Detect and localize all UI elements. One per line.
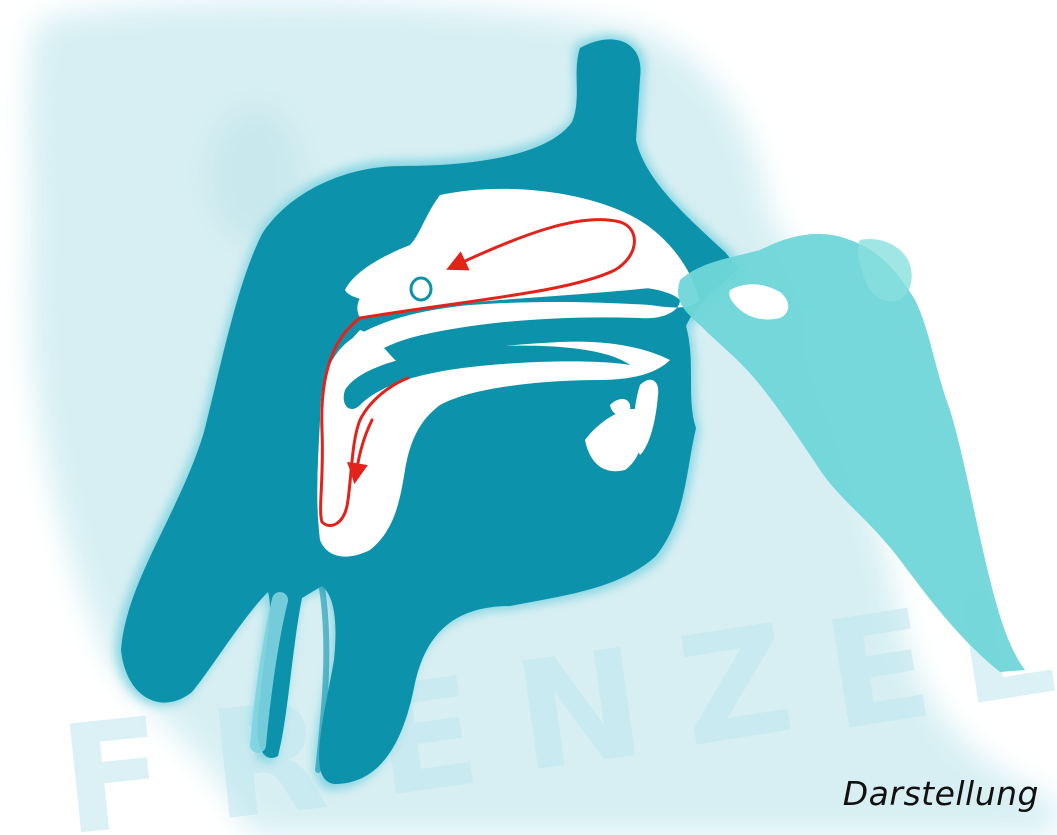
caption-text: Darstellung (843, 774, 1039, 813)
watermark-letter: N (505, 617, 654, 807)
watermark-letter: F (53, 686, 173, 835)
